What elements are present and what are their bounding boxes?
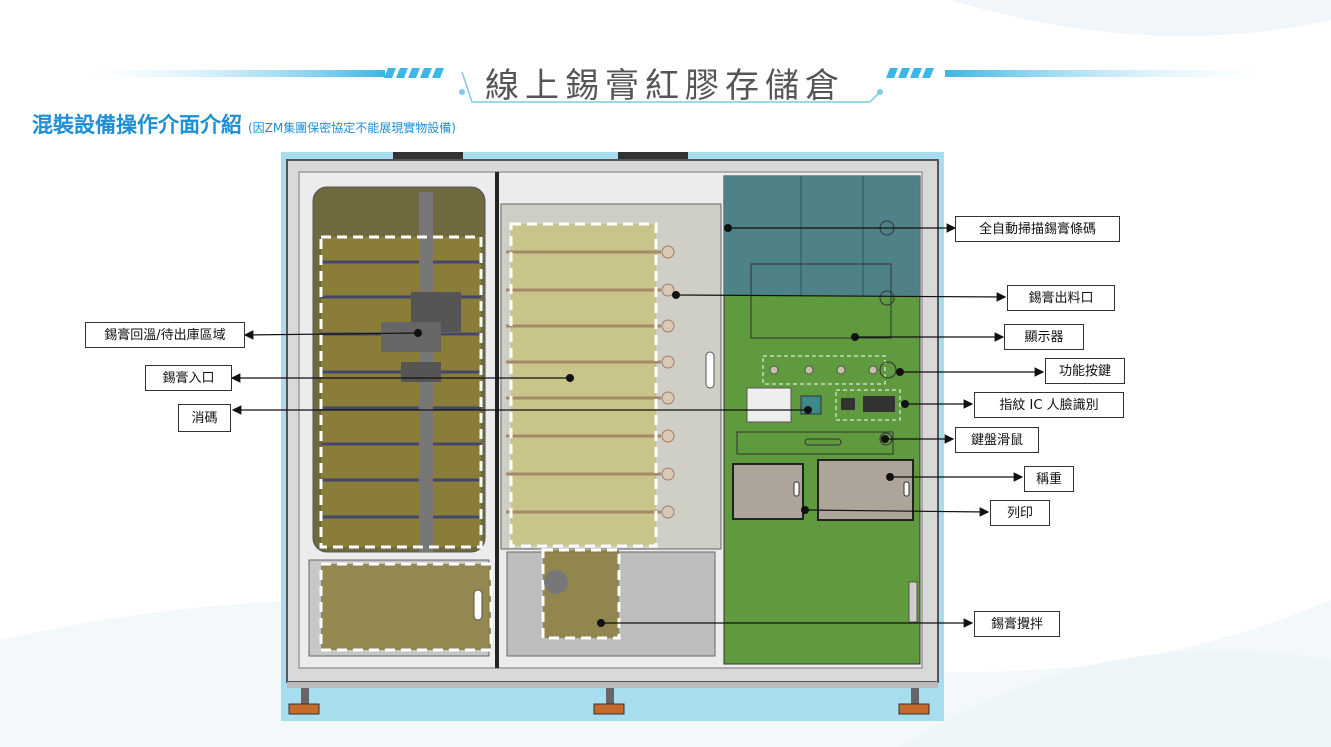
heading-note: (因ZM集團保密協定不能展現實物設備) [248,121,456,135]
callout-auto-scan: 全自動掃描錫膏條碼 [955,216,1120,242]
callout-fingerprint-face: 指紋 IC 人臉識別 [974,392,1124,418]
callout-reflow-area: 錫膏回溫/待出庫區域 [85,322,245,348]
callout-inlet: 錫膏入口 [145,365,232,391]
callout-outlet: 錫膏出料口 [1007,285,1115,311]
callout-printing: 列印 [990,500,1050,526]
slide-title: 線上錫膏紅膠存儲倉 [485,66,845,106]
callout-stirring: 錫膏攪拌 [974,611,1060,637]
callout-function-buttons: 功能按鍵 [1045,358,1125,384]
callout-weighing: 稱重 [1024,466,1074,492]
heading-main: 混裝設備操作介面介紹 [32,113,242,137]
section-heading: 混裝設備操作介面介紹 (因ZM集團保密協定不能展現實物設備) [32,109,456,139]
callout-keyboard-mouse: 鍵盤滑鼠 [955,427,1039,453]
callout-display: 顯示器 [1004,324,1084,350]
callout-eliminate-code: 消碼 [178,404,231,432]
machine-illustration [281,152,944,721]
title-decoration [85,68,1265,103]
